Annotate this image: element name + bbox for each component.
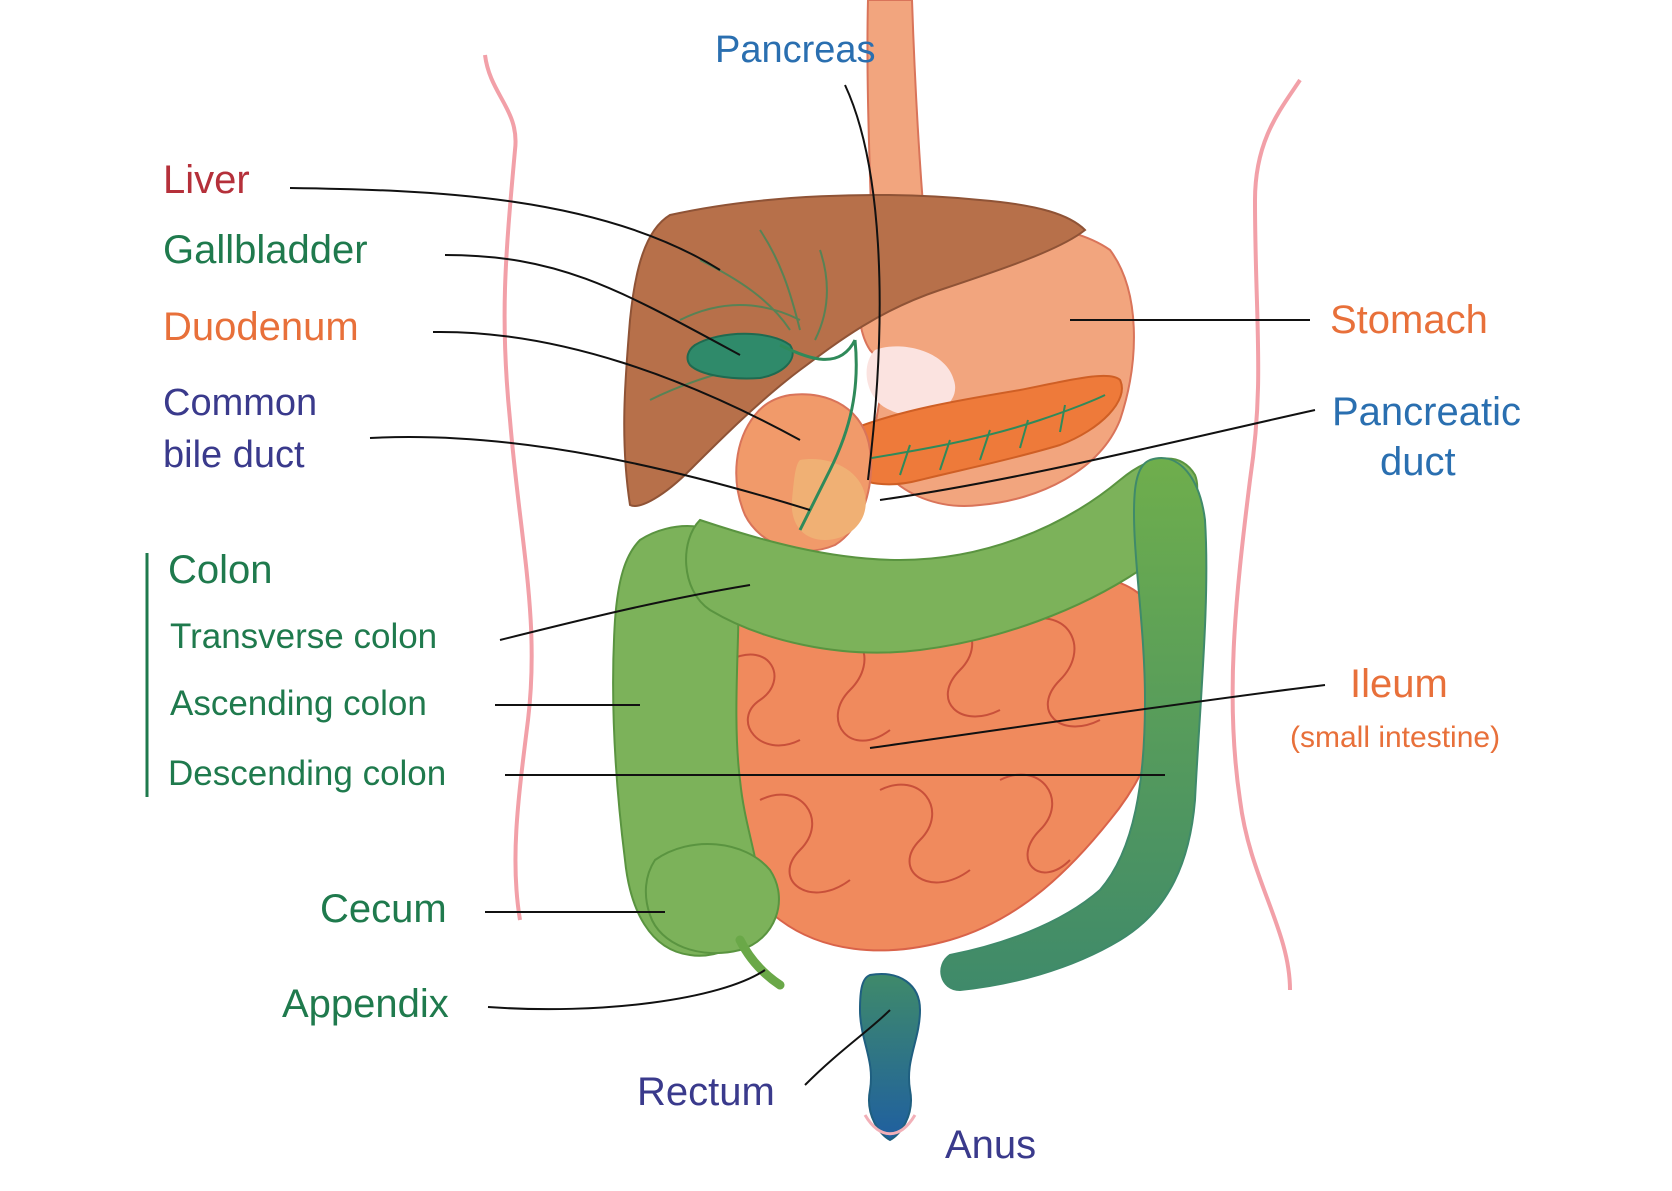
leader-pancreas xyxy=(844,84,881,481)
label-stomach: Stomach xyxy=(1330,298,1488,342)
label-cecum: Cecum xyxy=(320,887,447,931)
label-appendix: Appendix xyxy=(282,982,449,1026)
label-colon: Colon xyxy=(168,548,273,592)
label-liver: Liver xyxy=(163,158,250,202)
leader-rectum xyxy=(804,1009,891,1086)
small-intestine-folds xyxy=(729,613,1101,894)
gallbladder xyxy=(686,332,794,380)
rectum xyxy=(858,973,922,1142)
body-outline-left xyxy=(483,54,534,921)
label-pancreas: Pancreas xyxy=(715,29,876,71)
label-pancreatic-duct-line2: duct xyxy=(1380,440,1456,484)
label-common-bile-duct-line1: Common xyxy=(163,382,317,424)
liver-veins xyxy=(649,229,828,401)
duodenum-pancreas-head xyxy=(791,459,866,540)
label-pancreatic-duct-line1: Pancreatic xyxy=(1332,390,1521,434)
leader-pancreatic-duct xyxy=(879,409,1316,501)
label-descending-colon: Descending colon xyxy=(168,754,446,793)
common-bile-duct xyxy=(779,339,858,531)
liver xyxy=(623,194,1087,507)
leader-lines xyxy=(289,84,1326,1086)
cecum xyxy=(644,843,780,955)
label-ileum: Ileum xyxy=(1350,662,1448,706)
appendix xyxy=(735,935,785,990)
leader-duodenum xyxy=(432,330,801,441)
label-common-bile-duct-line2: bile duct xyxy=(163,434,305,476)
stomach-inner-highlight xyxy=(866,346,956,416)
body-outline-right xyxy=(1230,78,1302,991)
label-ileum-note: (small intestine) xyxy=(1290,721,1500,754)
label-ascending-colon: Ascending colon xyxy=(170,684,427,723)
leader-transverse-colon xyxy=(499,584,751,641)
pancreatic-duct-branches xyxy=(859,394,1106,476)
leader-appendix xyxy=(487,969,766,1011)
descending-colon xyxy=(940,457,1208,992)
label-duodenum: Duodenum xyxy=(163,305,359,349)
anus-outline xyxy=(863,1114,917,1136)
label-anus: Anus xyxy=(945,1123,1036,1167)
leader-gallbladder xyxy=(444,254,741,356)
leader-liver xyxy=(289,187,721,271)
leader-common-bile-duct xyxy=(369,435,811,511)
label-rectum: Rectum xyxy=(637,1070,775,1114)
leader-ileum xyxy=(869,684,1326,749)
label-transverse-colon: Transverse colon xyxy=(170,617,437,656)
label-gallbladder: Gallbladder xyxy=(163,228,368,272)
